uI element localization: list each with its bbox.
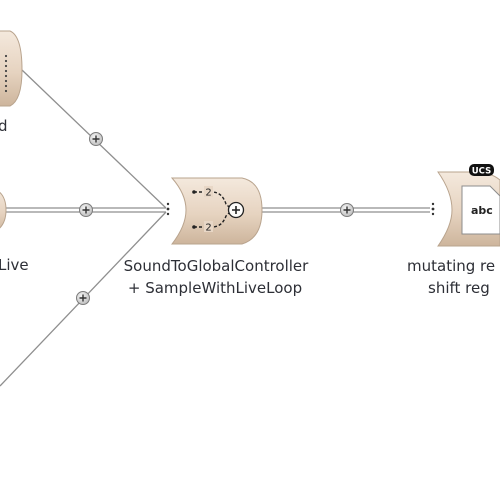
input-port-center[interactable] [166,202,170,216]
document-icon: abc [461,185,500,235]
node-mid-left-label: Live [0,256,29,274]
node-right-label-line1: mutating re [407,257,496,275]
plus-circle-icon[interactable] [340,203,354,217]
plus-circle-icon[interactable] [76,291,90,305]
input-port-right[interactable] [431,202,435,216]
node-mid-left[interactable] [0,187,7,234]
node-top-left-label: d [0,117,8,135]
ucs-badge: UCS [469,164,494,177]
port-icon [4,54,8,93]
node-center-label-line1: SoundToGlobalController [123,257,309,275]
node-center-label-line2: + SampleWithLiveLoop [127,279,303,297]
port-label: 2 [205,188,211,199]
document-text: abc [471,204,493,217]
node-top-left[interactable] [0,30,23,107]
plus-circle-icon[interactable] [89,132,103,146]
port-label: 2 [205,223,211,234]
node-right-label-line2: shift reg [428,279,490,297]
merge-plus-icon: 2 2 [192,186,245,234]
node-right[interactable]: abc UCS [437,164,500,247]
ucs-badge-label: UCS [472,167,491,177]
plus-circle-icon[interactable] [79,203,93,217]
node-center[interactable]: 2 2 [170,177,263,245]
